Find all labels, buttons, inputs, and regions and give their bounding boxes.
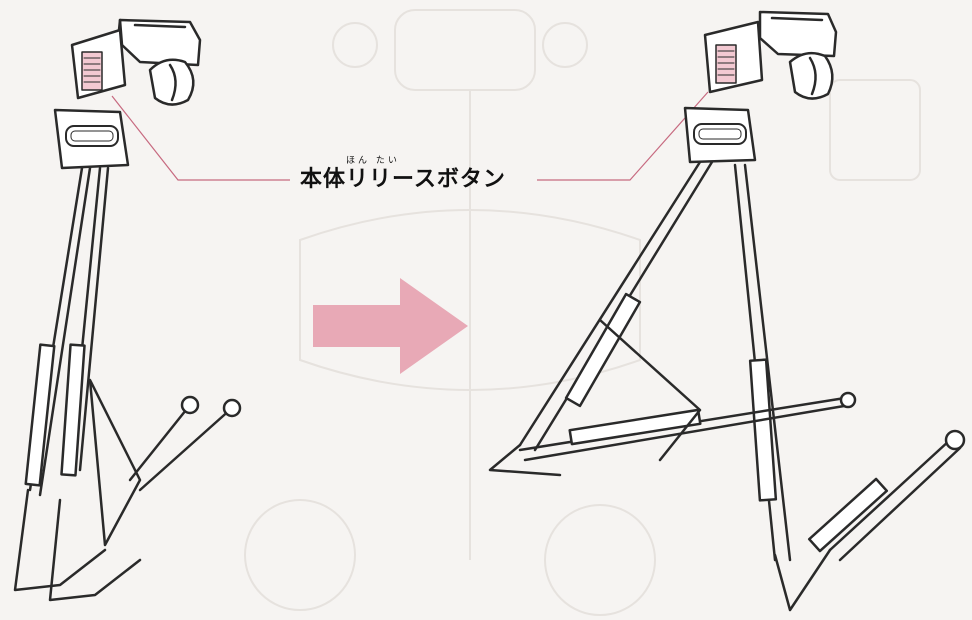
stand-folded — [13, 18, 242, 602]
release-button-callout: ほん たい 本体リリースボタン — [300, 156, 506, 194]
callout-label: 本体リリースボタン — [300, 167, 506, 192]
callout-line-left — [111, 95, 290, 181]
nintendo-logo — [693, 123, 747, 145]
nintendo-logo — [65, 125, 119, 147]
stand-deployed — [488, 10, 966, 612]
callout-line-right — [537, 91, 709, 181]
right-arrow-icon — [313, 278, 468, 374]
callout-ruby: ほん たい — [346, 156, 400, 166]
background-ghost-art — [244, 9, 921, 616]
